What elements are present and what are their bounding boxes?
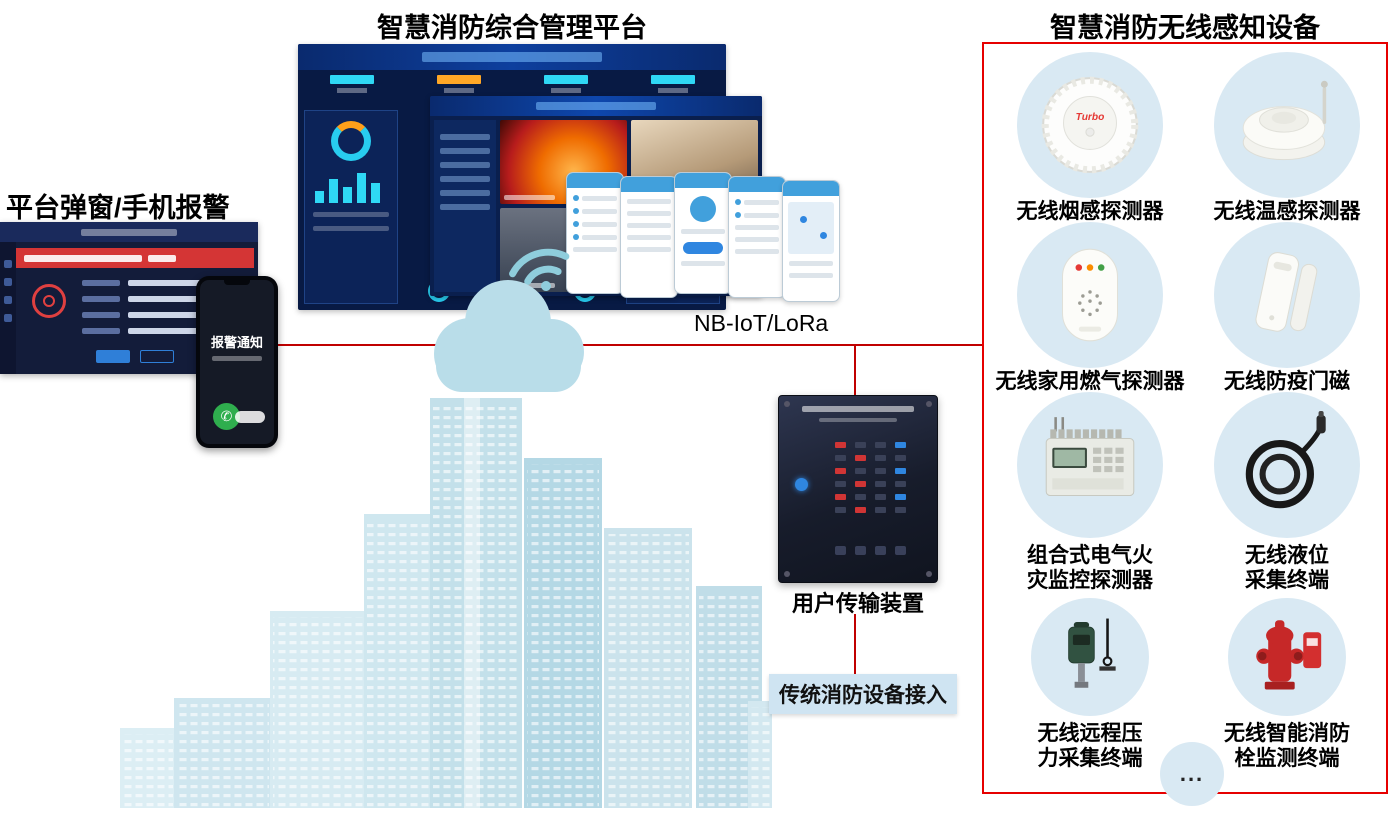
liquid-level-terminal-icon: [1245, 411, 1326, 509]
device-circle-temperature: [1214, 52, 1360, 198]
electrical-fire-monitor-icon: [1045, 417, 1135, 497]
dashboard-stats-row: [298, 70, 726, 104]
device-panel-title: 智慧消防无线感知设备: [1050, 13, 1320, 43]
device-label-fire-hydrant: 无线智能消防 栓监测终端: [1224, 722, 1350, 770]
device-circle-fire-hydrant: [1228, 598, 1346, 716]
alarm-notification-title: 报警通知: [210, 335, 263, 350]
video-screen-sidebar: [434, 120, 496, 292]
alarm-screen-header: [0, 222, 258, 242]
city-buildings-illustration: [120, 398, 772, 808]
dashboard-left-widgets: [304, 110, 398, 304]
alarm-screen-sidebar: [0, 242, 16, 374]
alarm-title: 平台弹窗/手机报警: [6, 193, 230, 223]
alarm-cancel-button: [140, 350, 174, 363]
mobile-app-screen: [620, 176, 678, 298]
platform-title: 智慧消防综合管理平台: [377, 13, 647, 43]
wifi-signal-icon: [509, 248, 570, 291]
alarm-phone: 报警通知: [196, 276, 278, 448]
more-devices-circle: ...: [1160, 742, 1224, 806]
alarm-notification-subtitle: [212, 356, 262, 361]
device-circle-liquid-level: [1214, 392, 1360, 538]
alarm-confirm-button: [96, 350, 130, 363]
device-label-temperature: 无线温感探测器: [1213, 200, 1361, 223]
pressure-terminal-icon: [1068, 618, 1116, 688]
device-indicator-grid: [835, 442, 906, 513]
temperature-detector-icon: [1242, 80, 1328, 161]
mobile-app-screen: [674, 172, 732, 294]
donut-chart: [331, 121, 371, 161]
alarm-banner: [16, 248, 254, 268]
device-buttons: [835, 546, 906, 555]
app-button: [683, 242, 723, 254]
mobile-app-screen: [782, 180, 840, 302]
network-line-to-transmission: [854, 344, 856, 398]
bar-chart: [315, 171, 387, 203]
device-label-door-magnet: 无线防疫门磁: [1224, 370, 1350, 393]
video-screen-header: [430, 96, 762, 116]
app-map-view: [788, 202, 834, 254]
device-label-gas: 无线家用燃气探测器: [995, 370, 1185, 393]
gas-detector-icon: [1062, 248, 1118, 342]
dismiss-pill: [235, 411, 265, 423]
smoke-detector-icon: Turbo: [1041, 76, 1139, 174]
device-led: [795, 478, 808, 491]
device-label-pressure: 无线远程压 力采集终端: [1037, 722, 1143, 770]
device-circle-pressure: [1031, 598, 1149, 716]
network-protocol-label: NB-IoT/LoRa: [694, 310, 829, 336]
fire-hydrant-terminal-icon: [1256, 620, 1322, 690]
network-line-horizontal: [257, 344, 982, 346]
line-transmission-to-traditional: [854, 614, 856, 674]
smoke-detector-logo: Turbo: [1076, 112, 1105, 123]
alarm-phone-screen: 报警通知: [200, 280, 274, 444]
device-circle-electrical-fire: [1017, 392, 1163, 538]
traditional-equipment-box: 传统消防设备接入: [769, 674, 957, 714]
cloud-icon: [434, 280, 584, 392]
mobile-app-screen: [728, 176, 786, 298]
alarm-target-icon: [32, 284, 66, 318]
device-label-smoke: 无线烟感探测器: [1016, 200, 1164, 223]
mobile-app-screen: [566, 172, 624, 294]
device-circle-door-magnet: [1214, 222, 1360, 368]
device-label-electrical-fire: 组合式电气火 灾监控探测器: [1027, 544, 1153, 592]
app-logo-circle: [690, 196, 716, 222]
device-label-liquid-level: 无线液位 采集终端: [1245, 544, 1329, 592]
user-transmission-device: [778, 395, 938, 583]
device-circle-gas: [1017, 222, 1163, 368]
transmission-device-label: 用户传输装置: [791, 591, 924, 616]
door-magnet-icon: [1255, 252, 1318, 332]
device-circle-smoke: Turbo: [1017, 52, 1163, 198]
dashboard-header: [298, 44, 726, 70]
phone-notch: [224, 280, 250, 285]
